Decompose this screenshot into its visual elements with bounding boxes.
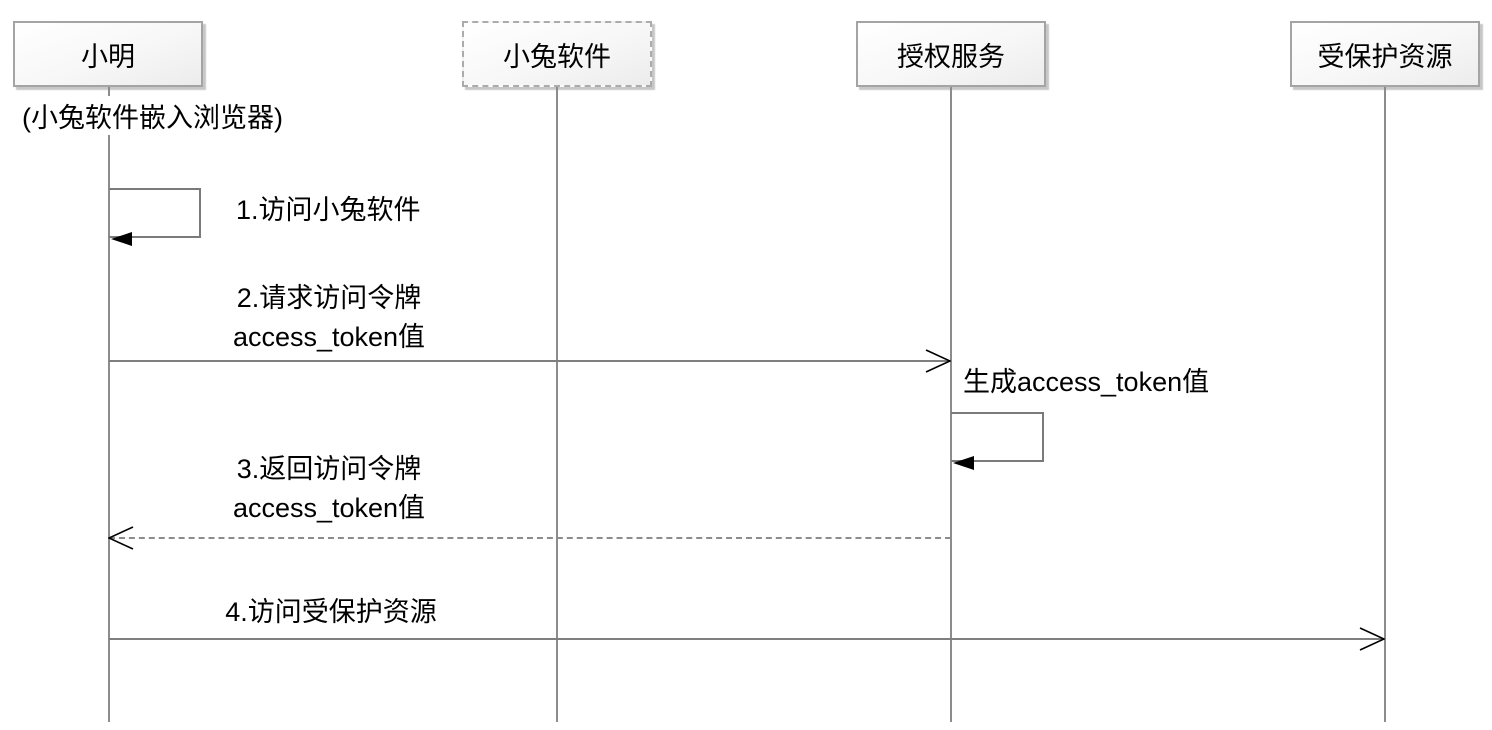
message-4-line xyxy=(109,638,1385,640)
message-3-arrowhead-icon xyxy=(108,526,134,550)
message-4-arrowhead-icon xyxy=(1359,627,1385,651)
message-2-label: 2.请求访问令牌 access_token值 xyxy=(126,279,532,357)
actor-xiaoming-label: 小明 xyxy=(81,41,135,72)
message-2-line xyxy=(109,360,951,362)
actor-xiaoming-note: (小兔软件嵌入浏览器) xyxy=(22,96,283,135)
actor-rabbit-app: 小兔软件 xyxy=(462,21,652,87)
message-1-label: 1.访问小兔软件 xyxy=(236,195,421,225)
actor-rabbit-app-label: 小兔软件 xyxy=(503,41,611,72)
lifeline-protected-resource xyxy=(1384,87,1386,722)
actor-protected-resource: 受保护资源 xyxy=(1290,21,1480,87)
actor-protected-resource-label: 受保护资源 xyxy=(1317,41,1453,72)
lifeline-auth-service xyxy=(950,87,952,722)
message-3-line xyxy=(109,537,951,539)
message-2-arrowhead-icon xyxy=(925,349,951,373)
message-generate-label: 生成access_token值 xyxy=(963,367,1210,397)
message-1-arrowhead-icon xyxy=(111,232,132,246)
message-2-label-line2: access_token值 xyxy=(232,322,426,352)
actor-xiaoming: 小明 xyxy=(13,21,203,87)
message-1-self-loop xyxy=(109,188,201,238)
lifeline-rabbit-app xyxy=(556,87,558,722)
message-3-label-line1: 3.返回访问令牌 xyxy=(236,454,422,484)
actor-auth-service: 授权服务 xyxy=(856,21,1046,87)
message-3-label-line2: access_token值 xyxy=(232,493,426,523)
message-generate-self-loop xyxy=(951,412,1044,462)
message-generate-arrowhead-icon xyxy=(953,456,974,470)
lifeline-xiaoming xyxy=(108,87,110,722)
message-3-label: 3.返回访问令牌 access_token值 xyxy=(126,450,532,528)
message-2-label-line1: 2.请求访问令牌 xyxy=(236,283,422,313)
actor-auth-service-label: 授权服务 xyxy=(897,41,1005,72)
message-4-label: 4.访问受保护资源 xyxy=(225,597,437,627)
